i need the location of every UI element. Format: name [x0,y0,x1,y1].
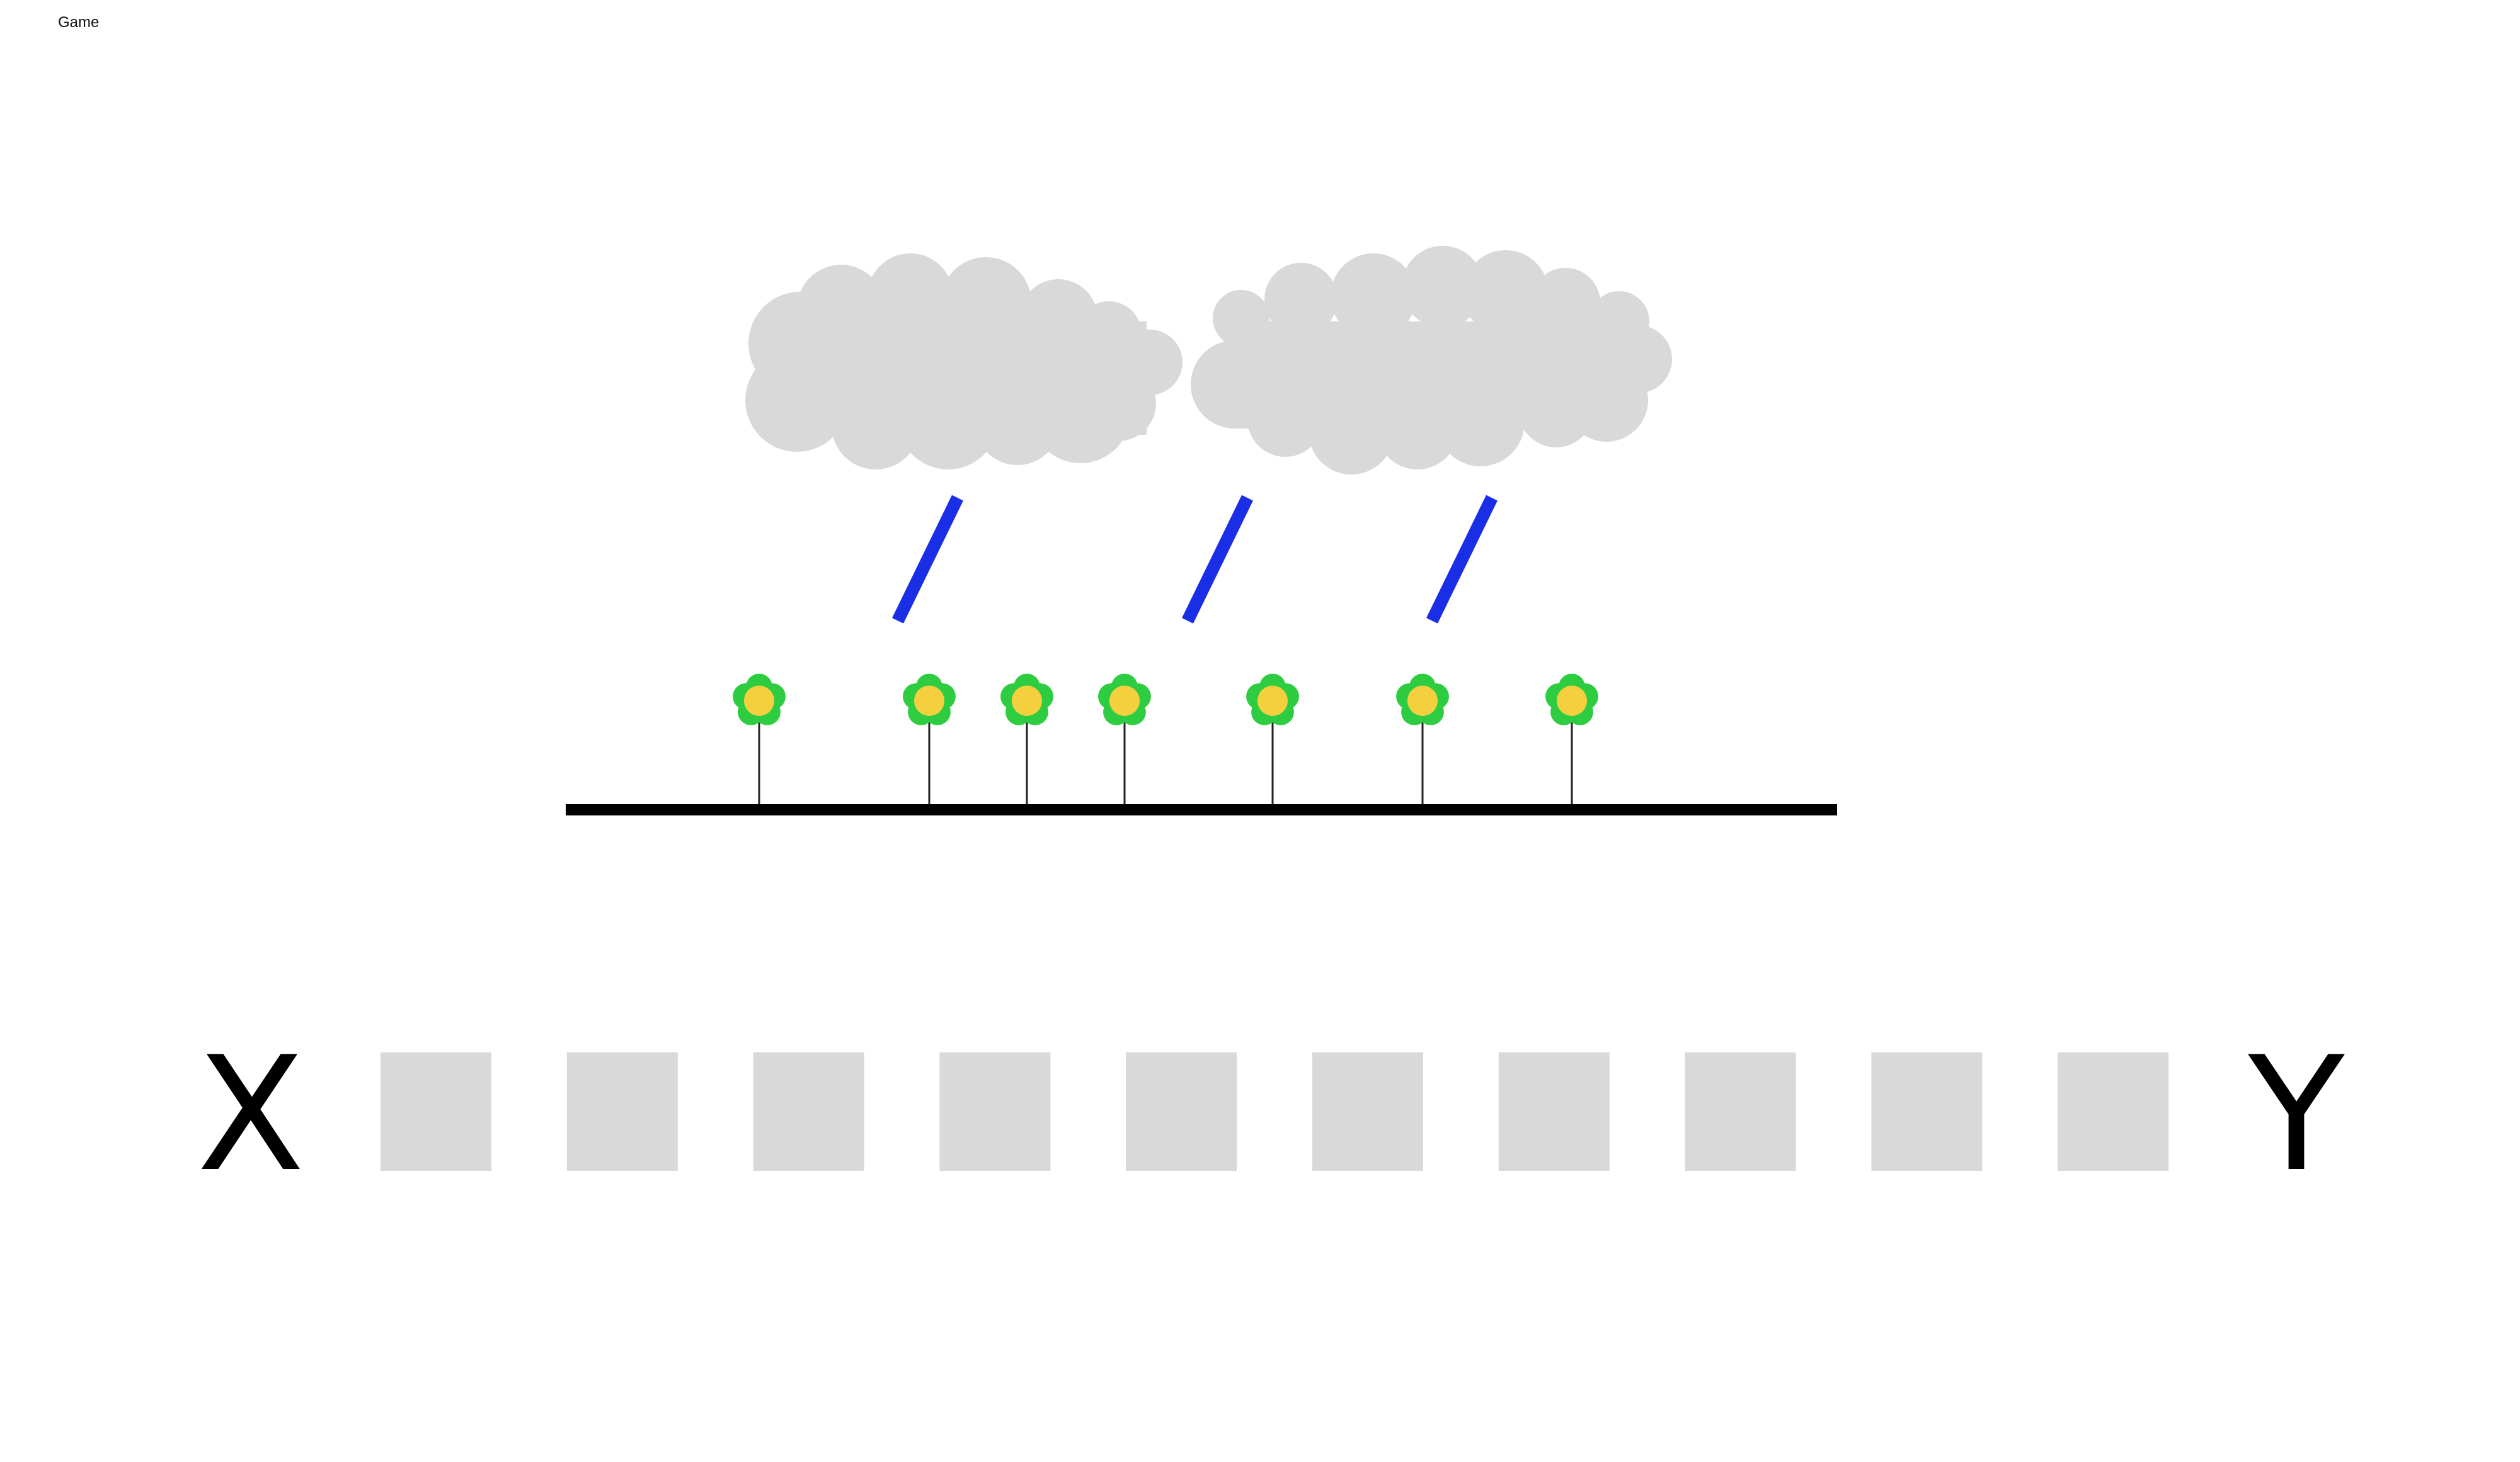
cloud-right-puff-0 [1213,290,1269,347]
answer-tile-3[interactable] [753,1052,864,1171]
cloud-right-puff-1 [1264,263,1337,336]
cloud-left-puff-11 [832,381,920,469]
cloud-right-puff-14 [1191,340,1279,429]
cloud-left-puff-9 [975,379,1060,465]
cloud-right-puff-9 [1518,372,1594,447]
window-title: Game [58,14,100,31]
answer-tile-10[interactable] [2058,1052,2169,1171]
flower-6 [1396,674,1449,804]
answer-tile-2[interactable] [566,1052,678,1171]
cloud-right [1191,246,1672,475]
flower-center [1109,686,1140,716]
answer-tiles [381,1052,2169,1171]
rain [892,495,1498,624]
cloud-right-puff-4 [1463,250,1549,336]
raindrop-1 [892,495,963,624]
answer-tile-7[interactable] [1498,1052,1610,1171]
cloud-left [745,253,1183,469]
cloud-left-puff-10 [898,369,999,469]
flower-center [1407,686,1438,716]
cloud-right-puff-3 [1402,246,1484,328]
cloud-right-puff-5 [1531,268,1600,337]
raindrop-3 [1426,495,1498,624]
flower-center [744,686,774,716]
raindrop-2 [1182,495,1253,624]
cloud-right-puff-11 [1377,388,1458,469]
start-label: X [197,1023,304,1206]
cloud-left-puff-2 [868,253,953,339]
answer-tile-8[interactable] [1685,1052,1796,1171]
flower-3 [1000,674,1053,804]
flower-center [1557,686,1587,716]
answer-tile-9[interactable] [1871,1052,1983,1171]
flower-center [914,686,944,716]
flower-2 [903,674,956,804]
flower-center [1012,686,1042,716]
ground-line [566,804,1837,815]
flower-row [733,674,1598,804]
cloud-left-puff-1 [797,265,885,353]
cloud-right-puff-10 [1436,378,1525,466]
answer-tile-5[interactable] [1126,1052,1237,1171]
answer-tile-6[interactable] [1312,1052,1423,1171]
answer-tile-1[interactable] [381,1052,491,1171]
flower-7 [1545,674,1598,804]
cloud-left-puff-12 [745,348,849,452]
cloud-right-puff-12 [1309,389,1394,475]
cloud-left-puff-3 [941,257,1031,348]
flower-center [1257,686,1288,716]
end-label: Y [2248,1023,2345,1206]
flower-1 [733,674,786,804]
cloud-right-puff-2 [1331,253,1416,339]
flower-5 [1246,674,1299,804]
answer-tile-4[interactable] [939,1052,1051,1171]
flower-4 [1098,674,1151,804]
